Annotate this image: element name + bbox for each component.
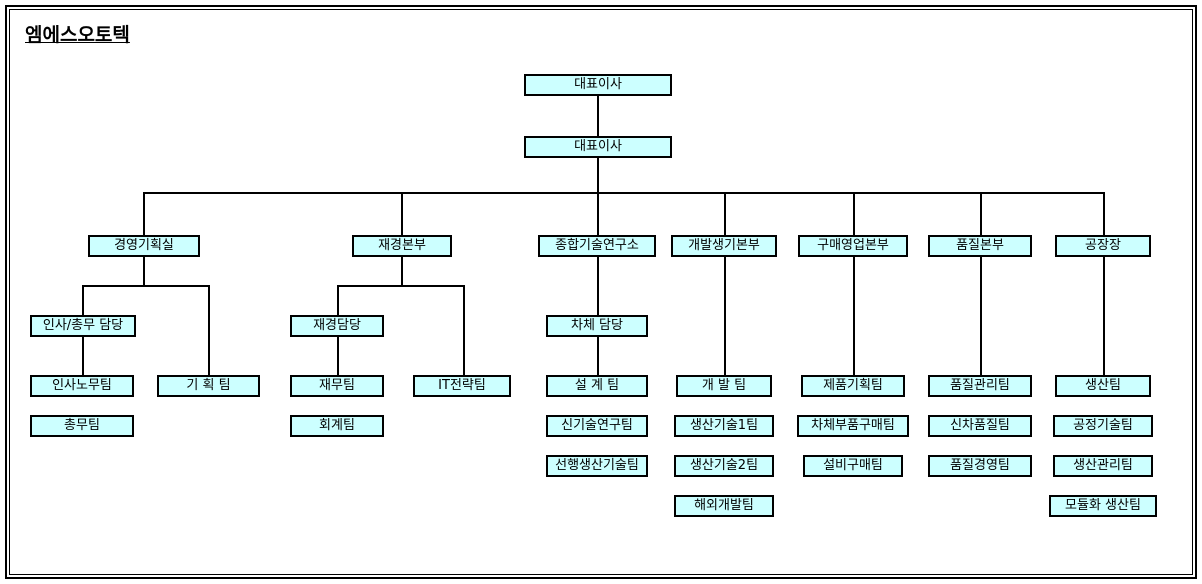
node-team-production[interactable]: 생산팀: [1055, 375, 1151, 397]
connector-quality-to-team-quality-control: [980, 257, 982, 375]
page-title: 엠에스오토텍: [25, 24, 130, 46]
node-team-prod-tech1[interactable]: 생산기술1팀: [674, 415, 774, 437]
node-division-planning[interactable]: 경영기획실: [88, 235, 200, 257]
node-team-production-mgmt[interactable]: 생산관리팀: [1053, 455, 1153, 477]
node-division-quality[interactable]: 품질본부: [928, 235, 1032, 257]
connector-finance-split: [337, 285, 465, 287]
connector-finance-to-mgr-finance: [337, 285, 339, 315]
node-division-rnd[interactable]: 종합기술연구소: [538, 235, 656, 257]
node-team-it-strategy[interactable]: IT전략팀: [413, 375, 511, 397]
connector-planning-stem: [143, 257, 145, 285]
page-frame-inner: [9, 9, 1193, 575]
connector-finance-to-team-it: [463, 285, 465, 375]
node-team-product-planning[interactable]: 제품기획팀: [801, 375, 905, 397]
connector-bus-to-plant: [1103, 192, 1105, 235]
connector-rnd-to-mgr-body: [597, 257, 599, 315]
node-division-finance[interactable]: 재경본부: [352, 235, 452, 257]
connector-division-bus: [143, 192, 1103, 194]
connector-ceo-top-to-ceo-second: [597, 96, 599, 136]
connector-mgr-finance-to-team-finance: [337, 337, 339, 375]
connector-hr-to-team-hr-labor: [82, 337, 84, 375]
connector-mgr-body-to-team-design: [597, 337, 599, 375]
node-team-modular-production[interactable]: 모듈화 생산팀: [1049, 495, 1157, 517]
connector-bus-to-finance: [401, 192, 403, 235]
node-team-quality-mgmt[interactable]: 품질경영팀: [928, 455, 1032, 477]
node-team-new-tech[interactable]: 신기술연구팀: [546, 415, 648, 437]
node-team-new-car-quality[interactable]: 신차품질팀: [928, 415, 1032, 437]
node-manager-body[interactable]: 차체 담당: [546, 315, 648, 337]
node-team-overseas-dev[interactable]: 해외개발팀: [674, 495, 774, 517]
connector-planning-to-team-planning: [208, 285, 210, 375]
connector-bus-to-rnd: [597, 192, 599, 235]
connector-bus-to-purchase: [853, 192, 855, 235]
node-ceo-second[interactable]: 대표이사: [524, 136, 672, 158]
node-team-quality-control[interactable]: 품질관리팀: [928, 375, 1032, 397]
connector-plant-to-team-production: [1103, 257, 1105, 375]
node-division-purchase[interactable]: 구매영업본부: [798, 235, 908, 257]
node-team-hr-labor[interactable]: 인사노무팀: [30, 375, 134, 397]
page-frame-outer: [5, 5, 1197, 579]
connector-planning-to-hr: [82, 285, 84, 315]
node-team-accounting[interactable]: 회계팀: [290, 415, 384, 437]
connector-purchase-to-team-product-planning: [853, 257, 855, 375]
node-manager-finance[interactable]: 재경담당: [290, 315, 384, 337]
node-team-planning[interactable]: 기 획 팀: [157, 375, 260, 397]
connector-ceo-second-to-bus: [597, 158, 599, 192]
connector-planning-split: [82, 285, 210, 287]
node-ceo-top[interactable]: 대표이사: [524, 74, 672, 96]
connector-bus-to-quality: [980, 192, 982, 235]
node-team-body-parts-purchase[interactable]: 차체부품구매팀: [797, 415, 909, 437]
node-team-equipment-purchase[interactable]: 설비구매팀: [803, 455, 903, 477]
node-team-design[interactable]: 설 계 팀: [546, 375, 648, 397]
node-team-development[interactable]: 개 발 팀: [676, 375, 772, 397]
node-team-general-affairs[interactable]: 총무팀: [30, 415, 134, 437]
node-team-finance[interactable]: 재무팀: [290, 375, 384, 397]
node-division-plant[interactable]: 공장장: [1055, 235, 1151, 257]
connector-bus-to-planning: [143, 192, 145, 235]
connector-finance-stem: [401, 257, 403, 285]
connector-bus-to-devprod: [724, 192, 726, 235]
node-division-devprod[interactable]: 개발생기본부: [671, 235, 777, 257]
node-team-adv-prod-tech[interactable]: 선행생산기술팀: [546, 455, 648, 477]
connector-devprod-to-team-development: [724, 257, 726, 375]
node-team-process-tech[interactable]: 공정기술팀: [1053, 415, 1153, 437]
node-team-prod-tech2[interactable]: 생산기술2팀: [674, 455, 774, 477]
node-manager-hr[interactable]: 인사/총무 담당: [30, 315, 136, 337]
